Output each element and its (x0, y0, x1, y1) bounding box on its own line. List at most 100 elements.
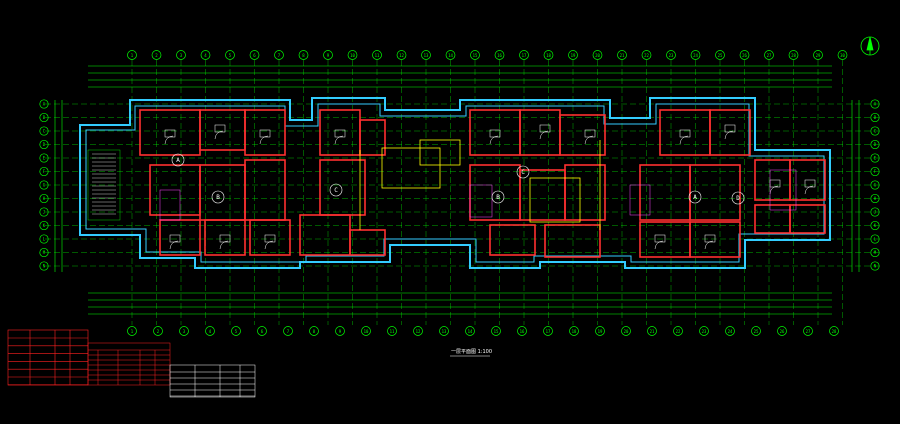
axis-label-top: 5 (229, 53, 232, 58)
axis-bubble-bottom (621, 326, 631, 336)
axis-bubble-top (298, 50, 309, 60)
axis-label-left: F (43, 169, 46, 174)
axis-bubble-top (641, 50, 652, 60)
axis-label-top: 21 (620, 53, 625, 58)
building-outline-inner (85, 103, 825, 263)
axis-bubble-bottom (699, 326, 709, 336)
wall-segment (489, 224, 536, 256)
wall-segment (559, 114, 606, 156)
wall-segment (244, 109, 286, 156)
axis-bubble-top (568, 50, 578, 60)
fixture (164, 129, 176, 138)
axis-label-bottom: 5 (235, 329, 238, 334)
axis-label-top: 4 (204, 53, 207, 58)
axis-label-bottom: 15 (494, 329, 499, 334)
axis-bubble-top (519, 50, 529, 60)
axis-label-bottom: 21 (650, 329, 655, 334)
axis-bubble-top (421, 50, 431, 60)
axis-bubble-right (870, 126, 880, 136)
axis-bubble-left (39, 193, 49, 204)
axis-label-bottom: 6 (261, 329, 264, 334)
wall-segment (519, 169, 566, 221)
axis-label-right: G (874, 183, 877, 188)
north-arrow-icon (860, 36, 880, 56)
axis-label-left: L (43, 237, 46, 242)
axis-bubble-top (127, 50, 137, 60)
fixture (334, 129, 346, 138)
axis-bubble-top (225, 50, 235, 60)
yellow-partitions (359, 139, 601, 230)
axis-bubble-left (39, 234, 49, 244)
wall-segment (789, 204, 826, 234)
axis-label-top: 11 (375, 53, 380, 58)
axis-bubble-top (274, 50, 284, 60)
axis-bubble-top (249, 50, 260, 60)
axis-bubble-bottom (283, 326, 293, 336)
axis-bubble-top (445, 50, 456, 60)
door-swing (804, 185, 814, 195)
axis-bubble-top (617, 50, 627, 60)
axis-label-top: 3 (180, 53, 183, 58)
axis-label-bottom: 19 (598, 329, 603, 334)
building-outline (79, 97, 831, 269)
door-window-schedule-table (87, 342, 171, 386)
fixture (724, 124, 736, 133)
wall-segment (469, 164, 521, 221)
axis-label-bottom: 12 (416, 329, 421, 334)
wall-segment (564, 164, 606, 221)
axis-bubble-left (39, 153, 49, 163)
axis-bubble-bottom (309, 326, 319, 336)
door-swing (584, 135, 594, 145)
axis-bubble-bottom (413, 326, 423, 336)
axis-label-bottom: 26 (780, 329, 785, 334)
axis-bubble-bottom (595, 326, 605, 336)
axis-label-top: 15 (473, 53, 478, 58)
axis-bubble-bottom (231, 326, 241, 336)
wall-segment (139, 109, 201, 156)
axis-bubble-top (764, 50, 774, 60)
room-tag-circle (329, 183, 343, 197)
vertical-grid-lines (131, 60, 843, 325)
axis-label-right: J (874, 210, 876, 215)
axis-label-left: G (43, 183, 46, 188)
axis-label-right: C (874, 129, 877, 134)
axis-label-top: 2 (155, 53, 158, 58)
axis-bubble-bottom (361, 326, 371, 336)
axis-bubble-bottom (127, 326, 137, 336)
axis-bubble-bottom (751, 326, 761, 336)
wall-segment (689, 221, 741, 258)
axis-label-bottom: 11 (390, 329, 395, 334)
wall-segment (319, 159, 366, 216)
axis-label-bottom: 17 (546, 329, 551, 334)
axis-bubble-right (870, 166, 880, 177)
room-tag-circle (731, 191, 745, 205)
door-swing (219, 240, 229, 250)
fixture (704, 234, 716, 243)
axis-label-top: 12 (399, 53, 404, 58)
axis-bubble-left (39, 207, 49, 217)
door-swing (489, 135, 499, 145)
axis-bubble-right (870, 193, 880, 204)
axis-label-left: K (43, 223, 46, 228)
axis-bubble-left (39, 126, 49, 136)
axis-bubble-top (690, 50, 701, 60)
fixture (259, 129, 271, 138)
room-tag-letter: B (216, 194, 220, 201)
axis-label-right: E (874, 156, 877, 161)
axis-label-left: B (43, 115, 46, 120)
axis-bubble-top (837, 50, 848, 60)
legend-table-red (7, 329, 89, 386)
door-swing (169, 240, 179, 250)
axis-label-bottom: 8 (313, 329, 316, 334)
wall-segment (469, 109, 521, 156)
axis-label-left: C (43, 129, 46, 134)
axis-bubble-bottom (803, 326, 813, 336)
axis-label-bottom: 23 (702, 329, 707, 334)
axis-label-top: 18 (546, 53, 551, 58)
axis-bubble-left (39, 112, 49, 123)
axis-label-bottom: 13 (442, 329, 447, 334)
door-swing (259, 135, 269, 145)
axis-label-left: N (43, 264, 46, 269)
side-dimension-lines (54, 100, 860, 272)
